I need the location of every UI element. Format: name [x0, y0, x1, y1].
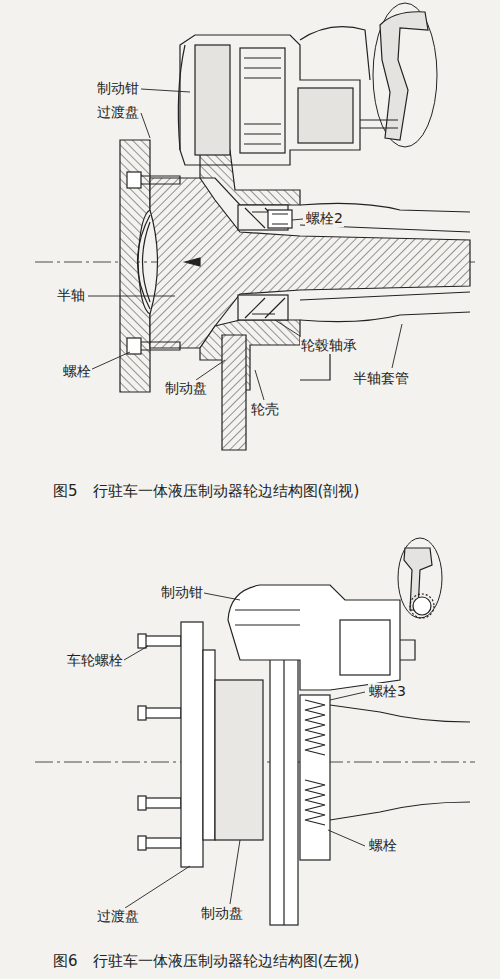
part-label: 制动钳: [96, 80, 140, 97]
part-label: 车轮螺栓: [66, 652, 124, 669]
part-label: 轮毂轴承: [300, 337, 358, 354]
part-label: 半轴: [56, 287, 86, 304]
part-label: 制动盘: [200, 905, 244, 922]
part-label: 螺栓3: [368, 683, 407, 700]
part-label: 螺栓: [368, 837, 398, 854]
part-label: 制动钳: [160, 584, 204, 601]
part-label: 过渡盘: [96, 104, 140, 121]
figure-caption: 图6 行驻车一体液压制动器轮边结构图(左视): [52, 952, 360, 970]
part-label: 制动盘: [164, 380, 208, 397]
part-label: 半轴套管: [352, 370, 410, 387]
part-label: 轮壳: [250, 401, 280, 418]
part-label: 螺栓2: [305, 210, 344, 227]
part-label: 过渡盘: [96, 908, 140, 925]
figure-caption: 图5 行驻车一体液压制动器轮边结构图(剖视): [52, 482, 360, 500]
part-label: 螺栓: [62, 363, 92, 380]
